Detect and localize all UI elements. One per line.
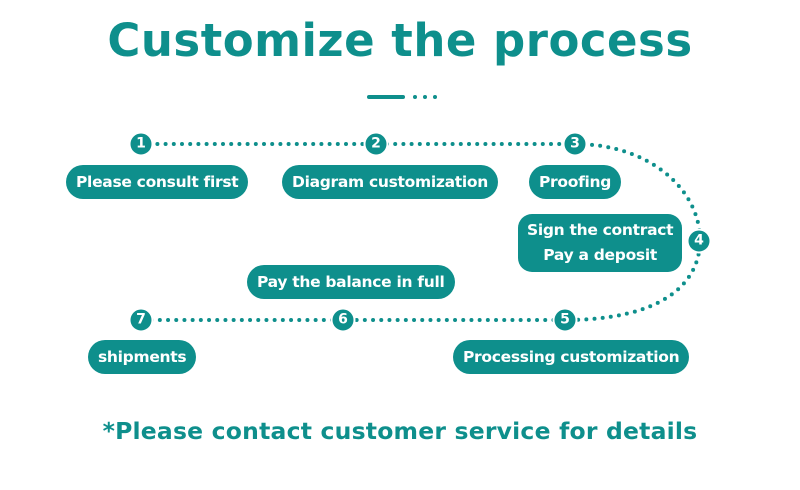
step-7-label: shipments <box>88 340 197 374</box>
step-4-label-line-2: Pay a deposit <box>543 246 657 264</box>
page-title: Customize the process <box>107 14 693 67</box>
footer-note: *Please contact customer service for det… <box>102 417 698 445</box>
step-5-label: Processing customization <box>453 340 690 374</box>
step-7-marker: 7 <box>128 307 154 333</box>
step-2-marker: 2 <box>363 131 389 157</box>
step-1-marker: 1 <box>128 131 154 157</box>
step-3-label: Proofing <box>529 165 622 199</box>
divider-bar <box>367 95 405 99</box>
step-3-marker: 3 <box>562 131 588 157</box>
step-4-marker: 4 <box>686 228 712 254</box>
step-1-label: Please consult first <box>66 165 249 199</box>
divider-dot <box>423 95 427 99</box>
step-6-label: Pay the balance in full <box>247 265 455 299</box>
step-6-marker: 6 <box>330 307 356 333</box>
step-4-label: Sign the contract Pay a deposit <box>518 214 683 272</box>
step-2-label: Diagram customization <box>282 165 498 199</box>
divider-dot <box>433 95 437 99</box>
step-5-marker: 5 <box>552 307 578 333</box>
step-4-label-line-1: Sign the contract <box>527 221 674 239</box>
divider-dot <box>413 95 417 99</box>
